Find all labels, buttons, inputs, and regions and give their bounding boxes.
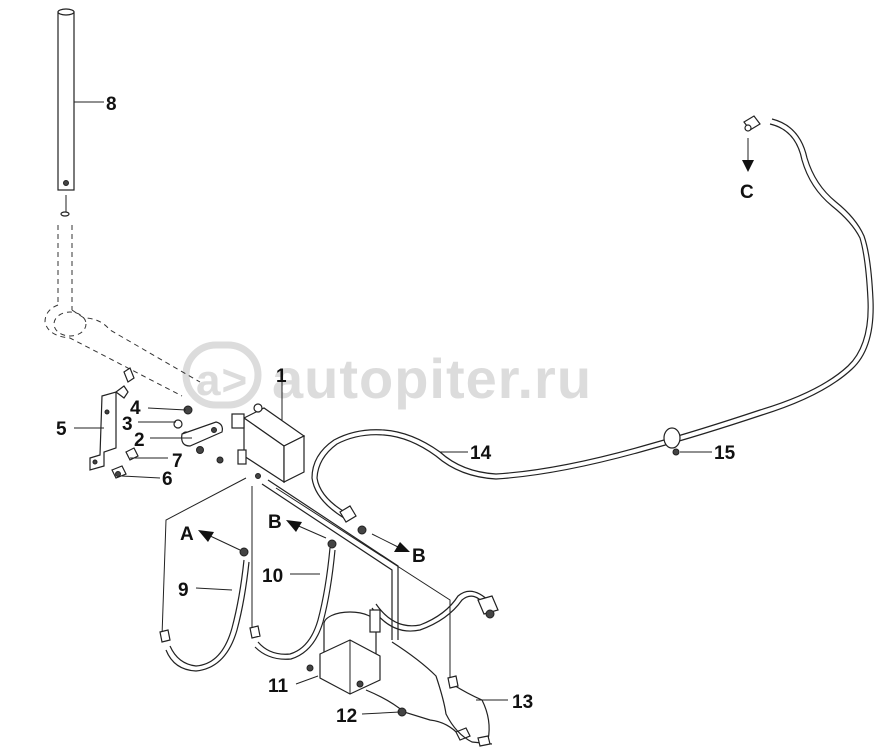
label-6: 6 (162, 469, 173, 490)
watermark-text: autopiter.ru (272, 347, 592, 410)
label-3: 3 (122, 414, 133, 435)
part-14-tube (311, 115, 874, 535)
part-11-unit (306, 609, 381, 695)
leader-lines (74, 101, 712, 715)
part-10-tube (249, 486, 337, 660)
connector-b-left: B (268, 512, 282, 533)
label-4: 4 (130, 398, 141, 419)
label-14: 14 (470, 443, 492, 464)
part-15-clip (663, 427, 681, 456)
part-2-link (181, 421, 224, 464)
label-15: 15 (714, 443, 736, 464)
part-7-bolt (125, 447, 139, 461)
part-8-rod (57, 8, 75, 217)
label-2: 2 (134, 430, 145, 451)
part-5-bracket (89, 367, 135, 471)
watermark: a> autopiter.ru (182, 341, 592, 410)
watermark-logo: a> (196, 356, 248, 405)
label-7: 7 (172, 451, 183, 472)
label-1: 1 (276, 366, 287, 387)
connector-b-right: B (412, 546, 426, 567)
valve-lines (261, 479, 499, 680)
part-1-valve (231, 403, 306, 484)
part-12-tube (365, 689, 471, 741)
part-9-tube (159, 477, 250, 672)
label-9: 9 (178, 580, 189, 601)
part-6-bolt (111, 465, 127, 479)
label-10: 10 (262, 566, 283, 587)
label-11: 11 (268, 676, 289, 697)
label-13: 13 (512, 692, 533, 713)
label-12: 12 (336, 706, 357, 727)
connector-c: C (740, 182, 754, 203)
label-8: 8 (106, 94, 117, 115)
connector-a: A (180, 524, 194, 545)
label-5: 5 (56, 419, 67, 440)
connector-arrows (198, 138, 754, 552)
phantom-lever (44, 225, 201, 397)
part-13-tube (391, 641, 493, 747)
